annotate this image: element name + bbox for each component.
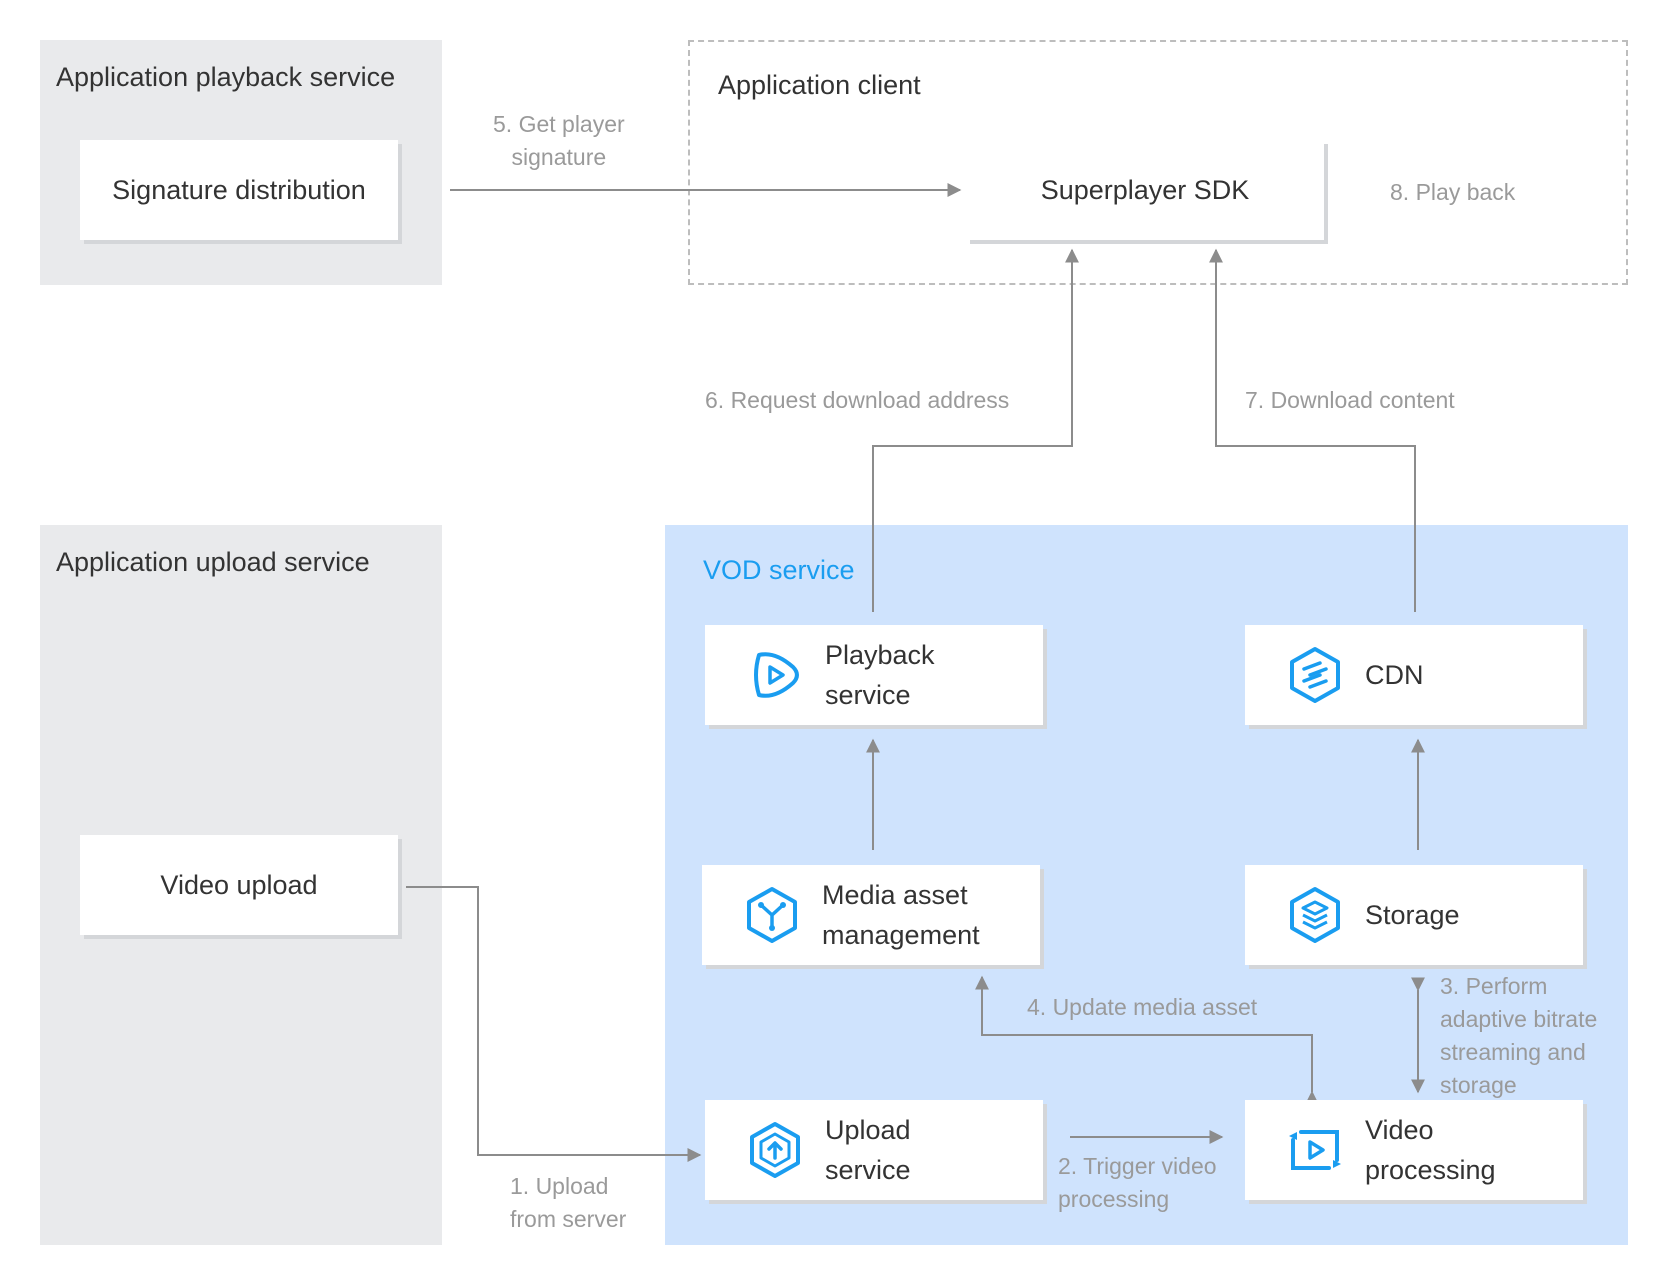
step5-label: 5. Get player signature [493,111,625,170]
application-playback-service-title: Application playback service [56,62,396,92]
step6-label: 6. Request download address [705,387,1010,413]
cdn-node: CDN [1245,625,1583,725]
superplayer-sdk-node: Superplayer SDK [966,140,1324,240]
cdn-icon [1290,647,1340,703]
signature-distribution-label: Signature distribution [112,175,366,205]
vod-service-title: VOD service [703,555,855,585]
video-upload-node: Video upload [80,835,398,935]
step2-label: 2. Trigger video processing [1058,1153,1217,1212]
step3-label: 3. Perform adaptive bitrate streaming an… [1440,973,1598,1098]
edge-upload-from-server [406,886,702,1162]
superplayer-sdk-label: Superplayer SDK [1040,175,1250,205]
step1-label: 1. Upload from server [510,1173,627,1232]
playback-service-node: Playback service [705,625,1043,725]
edge-download-content [1209,248,1416,612]
storage-node: Storage [1245,865,1583,965]
media-asset-management-node: Media asset management [702,865,1040,965]
playback-service-label: Playback service [825,640,935,710]
upload-icon [750,1122,800,1178]
step7-label: 7. Download content [1245,387,1455,413]
upload-service-node: Upload service [705,1100,1043,1200]
application-client-region: Application client [688,40,1628,285]
application-client-title: Application client [718,70,921,100]
video-processing-icon [1289,1130,1341,1170]
storage-label: Storage [1365,900,1460,930]
signature-distribution-node: Signature distribution [80,140,398,240]
upload-service-label: Upload service [825,1115,911,1185]
step4-label: 4. Update media asset [1027,994,1258,1020]
application-upload-service-title: Application upload service [56,547,370,577]
video-processing-node: Video processing [1245,1100,1583,1200]
media-asset-management-label: Media asset management [822,880,980,950]
step8-label: 8. Play back [1390,179,1516,205]
video-upload-label: Video upload [160,870,318,900]
media-asset-icon [747,887,797,943]
storage-icon [1290,887,1340,943]
video-processing-label: Video processing [1365,1115,1496,1185]
edge-update-media-asset [975,975,1319,1105]
edge-request-download-address [872,248,1079,612]
play-icon [754,652,799,698]
cdn-label: CDN [1365,660,1424,690]
